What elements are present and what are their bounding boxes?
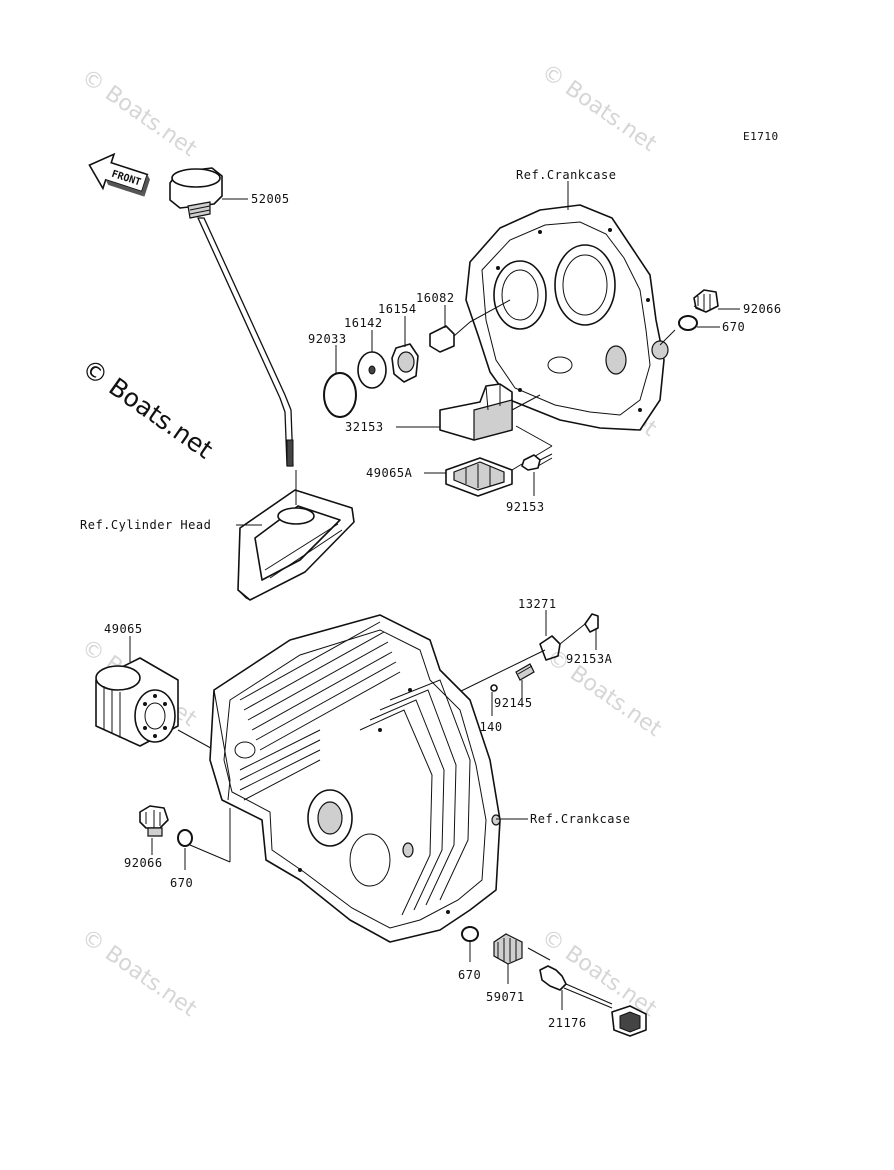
- label-670-bottom-left: 670: [170, 876, 193, 890]
- label-52005: 52005: [251, 192, 290, 206]
- label-16154: 16154: [378, 302, 417, 316]
- drain-plug-top: [693, 289, 719, 313]
- label-92066-bottom: 92066: [124, 856, 163, 870]
- gasket-49065a: [445, 457, 513, 497]
- label-21176: 21176: [548, 1016, 587, 1030]
- pump-parts: [323, 299, 511, 418]
- watermark-bottom-left: © Boats.net: [77, 924, 202, 1022]
- ref-cylinder-head: Ref.Cylinder Head: [80, 518, 211, 532]
- label-32153: 32153: [345, 420, 384, 434]
- ref-crankcase-top: Ref.Crankcase: [516, 168, 616, 182]
- label-92066-top: 92066: [743, 302, 782, 316]
- pump-housing: [439, 383, 513, 441]
- crankcase-cover-ref: [465, 204, 669, 431]
- watermark-dark: © Boats.net: [77, 353, 219, 464]
- crankcase-main-ref: [209, 614, 501, 943]
- label-670-bottom: 670: [458, 968, 481, 982]
- cylinder-head-ref: [237, 470, 355, 601]
- o-ring-bottom-left: [177, 829, 193, 847]
- bolt-92153: [521, 453, 553, 471]
- label-49065a: 49065A: [366, 466, 413, 480]
- label-13271: 13271: [518, 597, 557, 611]
- dipstick-part: [169, 167, 294, 467]
- cooling-fins: [239, 621, 401, 801]
- watermark-top-right: © Boats.net: [537, 59, 662, 157]
- oil-pressure-switch: [539, 965, 647, 1037]
- label-92153a: 92153A: [566, 652, 613, 666]
- o-ring-top: [678, 315, 698, 331]
- label-16142: 16142: [344, 316, 383, 330]
- o-ring-bottom: [461, 926, 479, 942]
- label-16082: 16082: [416, 291, 455, 305]
- label-49065: 49065: [104, 622, 143, 636]
- pressure-switch-adapter: [493, 933, 523, 965]
- label-92033: 92033: [308, 332, 347, 346]
- watermark-top-left: © Boats.net: [77, 64, 202, 162]
- label-92153: 92153: [506, 500, 545, 514]
- label-92145: 92145: [494, 696, 533, 710]
- drain-plug-bottom: [139, 805, 169, 837]
- ref-crankcase-bottom: Ref.Crankcase: [530, 812, 630, 826]
- label-670-top: 670: [722, 320, 745, 334]
- front-arrow-icon: FRONT: [88, 152, 150, 197]
- diagram-code: E1710: [743, 130, 779, 143]
- oil-filter: [95, 657, 179, 747]
- relief-valve-parts: [490, 613, 599, 692]
- side-ribs: [359, 679, 471, 916]
- label-59071: 59071: [486, 990, 525, 1004]
